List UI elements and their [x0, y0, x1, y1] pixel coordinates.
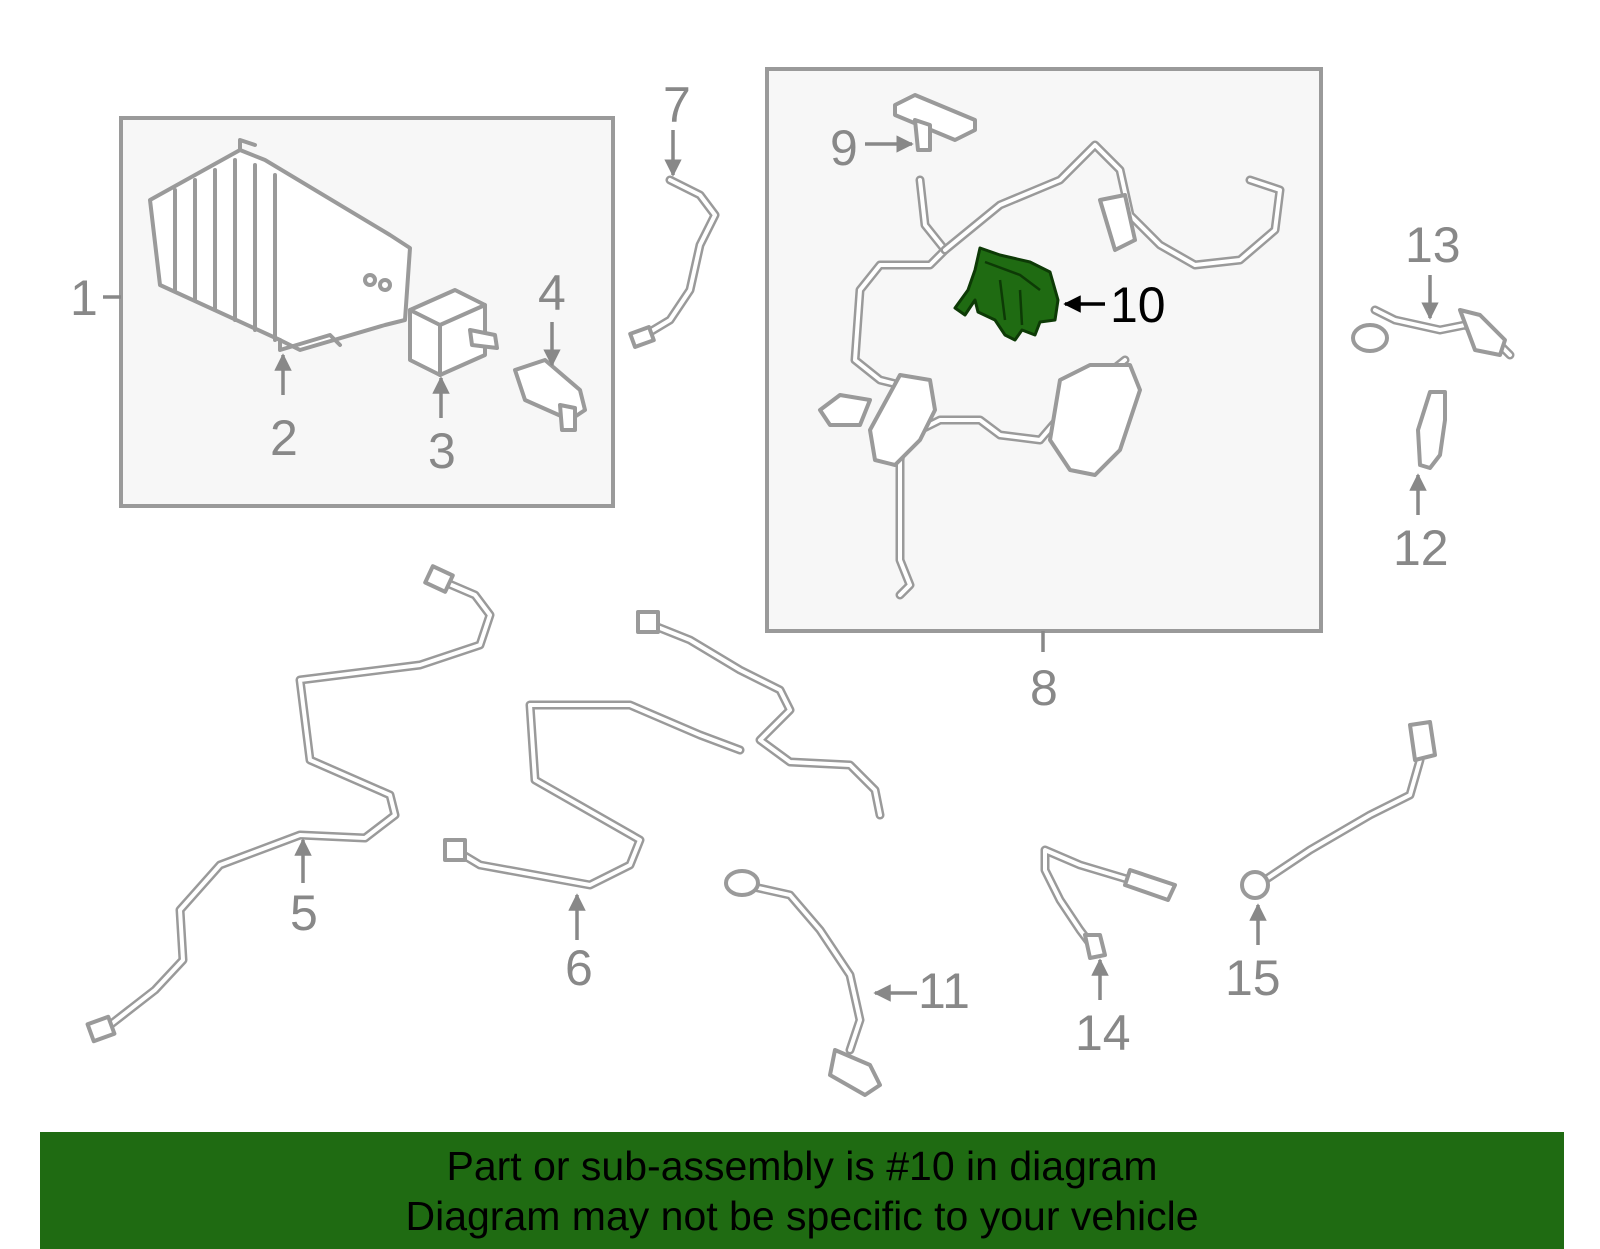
banner-line-part: Part or sub-assembly is #10 in diagram	[446, 1142, 1158, 1189]
callout-1: 1	[70, 270, 98, 326]
callout-13: 13	[1405, 217, 1461, 273]
part-5-hose[interactable]	[85, 564, 495, 1044]
callout-3: 3	[428, 423, 456, 479]
callout-6: 6	[565, 940, 593, 996]
callout-4: 4	[538, 265, 566, 321]
part-12-fitting[interactable]	[1416, 390, 1447, 470]
callout-5: 5	[290, 885, 318, 941]
part-14-hose[interactable]	[1040, 845, 1177, 960]
callout-9: 9	[830, 120, 858, 176]
part-2-canister[interactable]	[148, 138, 412, 352]
part-10-purge-solenoid[interactable]	[953, 246, 1060, 342]
callout-14: 14	[1075, 1005, 1131, 1061]
banner-line-disclaimer: Diagram may not be specific to your vehi…	[405, 1192, 1199, 1239]
callout-8: 8	[1030, 660, 1058, 716]
callout-7: 7	[663, 77, 691, 133]
callout-15: 15	[1225, 950, 1281, 1006]
callout-12: 12	[1393, 520, 1449, 576]
part-9-sensor[interactable]	[893, 93, 977, 152]
part-3-valve[interactable]	[408, 288, 499, 377]
callout-10: 10	[1110, 277, 1166, 333]
part-8-hose-assembly[interactable]	[818, 140, 1285, 600]
part-6-hose[interactable]	[443, 610, 885, 890]
info-banner: Part or sub-assembly is #10 in diagram D…	[40, 1132, 1564, 1249]
part-13-hose[interactable]	[1351, 305, 1515, 360]
part-7-hose[interactable]	[628, 175, 720, 349]
part-11-hose[interactable]	[724, 869, 882, 1097]
part-15-hose[interactable]	[1240, 720, 1437, 900]
callout-2: 2	[270, 410, 298, 466]
callout-11: 11	[918, 963, 970, 1019]
